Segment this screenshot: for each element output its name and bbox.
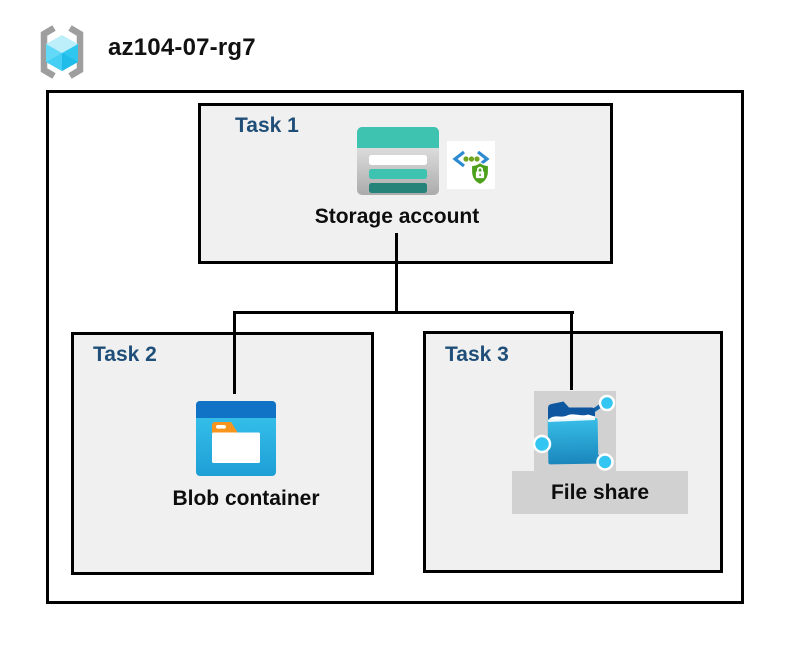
connector-to-blob (233, 311, 236, 394)
task1-resource-label: Storage account (314, 205, 480, 228)
connector-to-fileshare (570, 311, 573, 390)
task2-label: Task 2 (93, 343, 157, 366)
secured-endpoint-icon (447, 141, 495, 189)
file-share-icon (532, 391, 616, 471)
task2-box: Task 2 Blob container (71, 332, 374, 575)
task3-resource-label: File share (550, 480, 650, 504)
connector-branch-horizontal (233, 311, 574, 314)
storage-account-icon (357, 127, 439, 195)
task3-label: Task 3 (445, 343, 509, 366)
file-share-label-panel: File share (512, 471, 688, 514)
task2-resource-label: Blob container (172, 487, 320, 510)
resource-group-name: az104-07-rg7 (108, 34, 256, 61)
task1-box: Task 1 (198, 103, 613, 264)
blob-container-icon (196, 401, 276, 476)
task1-label: Task 1 (235, 114, 299, 137)
resource-group-icon (33, 22, 91, 82)
task3-box: Task 3 File share (423, 331, 723, 573)
connector-storage-stem (395, 233, 398, 312)
